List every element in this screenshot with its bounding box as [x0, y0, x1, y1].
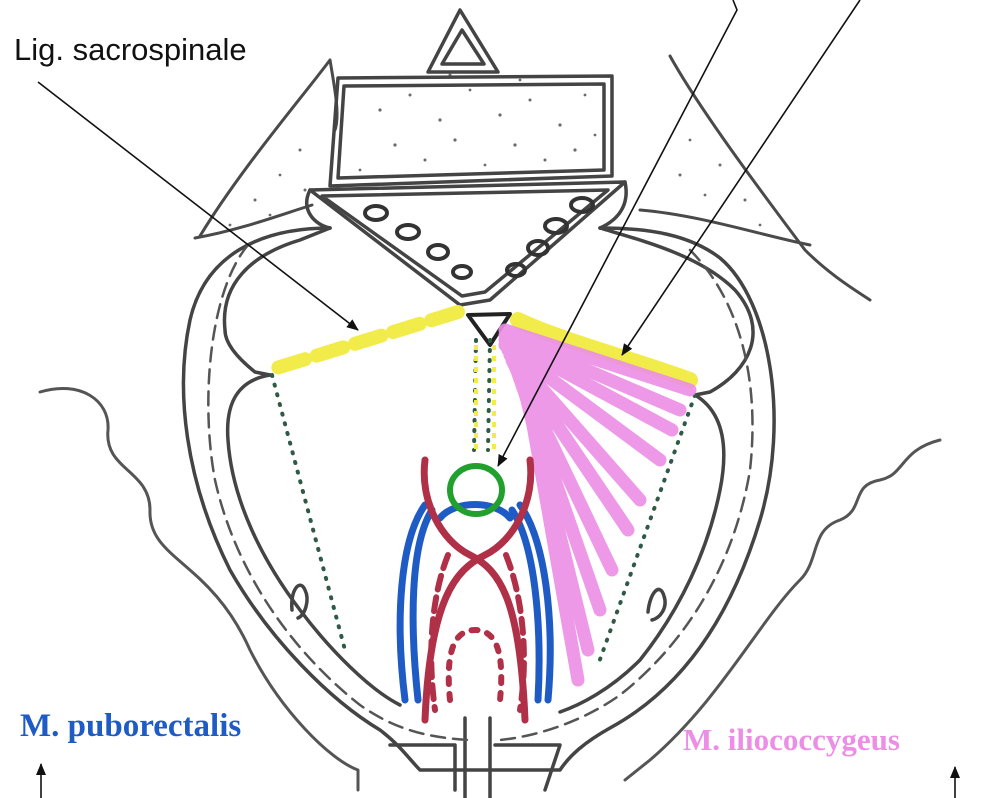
label-lig-sacrospinale: Lig. sacrospinale — [14, 32, 247, 68]
label-m-iliococcygeus: M. iliococcygeus — [683, 722, 900, 758]
bone-texture — [229, 74, 762, 227]
sacrum — [307, 10, 626, 305]
obturator-notches — [292, 585, 665, 620]
rectum — [424, 460, 531, 720]
label-m-puborectalis: M. puborectalis — [20, 708, 241, 745]
arrow-icon — [622, 0, 860, 355]
leader-arrows — [38, 0, 955, 798]
pelvic-ring-dashed — [208, 245, 752, 740]
musculus-puborectalis — [400, 505, 550, 701]
